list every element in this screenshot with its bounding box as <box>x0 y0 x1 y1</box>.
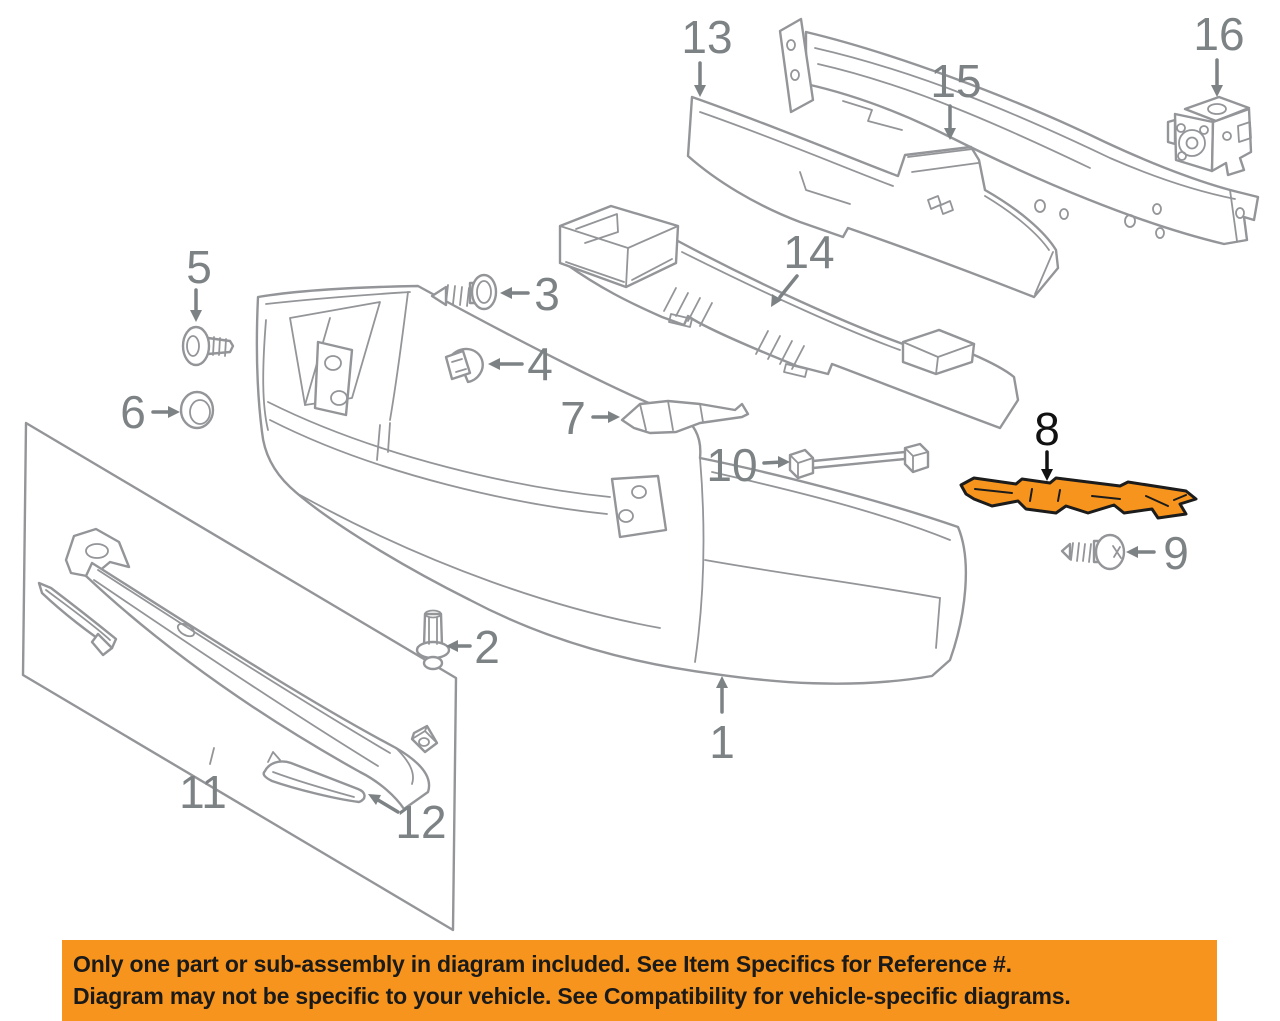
label-1: 1 <box>709 716 735 768</box>
part-9-screw <box>1060 533 1126 571</box>
label-7: 7 <box>560 392 586 444</box>
part-15-reinforcement-beam <box>778 17 1260 246</box>
part-7-bracket <box>620 399 750 435</box>
label-3: 3 <box>534 268 560 320</box>
arrow-1 <box>716 676 728 688</box>
part-13-energy-absorber-upper <box>686 95 1060 299</box>
arrow-15 <box>944 128 956 140</box>
part-12-trim-strip <box>262 751 366 804</box>
part-11-lower-stiffener-panel <box>21 421 458 932</box>
arrow-12 <box>368 794 381 805</box>
notice-banner-line-1: Only one part or sub-assembly in diagram… <box>73 951 1012 977</box>
arrow-2 <box>446 640 458 652</box>
arrow-6 <box>168 406 180 418</box>
label-9: 9 <box>1163 527 1189 579</box>
arrow-3 <box>500 287 512 299</box>
label-10: 10 <box>706 439 757 491</box>
arrow-5 <box>190 310 202 322</box>
arrow-16 <box>1211 85 1223 97</box>
callouts: 1 2 3 4 5 6 7 8 9 10 11 12 13 14 15 16 <box>120 8 1244 848</box>
label-13: 13 <box>681 11 732 63</box>
part-8-side-spacer-highlighted <box>959 476 1198 520</box>
part-14-energy-absorber-lower <box>558 204 1020 430</box>
label-11: 11 <box>179 766 227 818</box>
label-16: 16 <box>1193 8 1244 60</box>
label-15: 15 <box>930 55 981 107</box>
label-6: 6 <box>120 386 146 438</box>
part-3-bolt <box>430 273 498 311</box>
label-2: 2 <box>474 621 500 673</box>
label-14: 14 <box>783 226 834 278</box>
arrow-8 <box>1041 469 1053 481</box>
part-4-clip <box>444 347 484 384</box>
part-16-mount-bracket <box>1166 95 1253 177</box>
part-10-support-rod <box>788 442 930 480</box>
label-5: 5 <box>186 241 212 293</box>
arrow-10 <box>778 456 790 468</box>
arrow-9 <box>1126 546 1138 558</box>
notice-banner-line-2: Diagram may not be specific to your vehi… <box>73 983 1071 1009</box>
part-6-grommet <box>179 390 215 430</box>
part-5-bolt <box>181 325 235 367</box>
arrow-13 <box>694 85 706 97</box>
arrow-4 <box>488 358 500 370</box>
label-12: 12 <box>395 796 446 848</box>
label-4: 4 <box>527 338 553 390</box>
arrow-7 <box>608 411 620 423</box>
label-8: 8 <box>1034 403 1060 455</box>
arrow-14 <box>771 294 782 307</box>
part-2-clip <box>415 609 451 671</box>
notice-banner: Only one part or sub-assembly in diagram… <box>62 940 1217 1021</box>
part-1-bumper-cover <box>255 284 968 685</box>
